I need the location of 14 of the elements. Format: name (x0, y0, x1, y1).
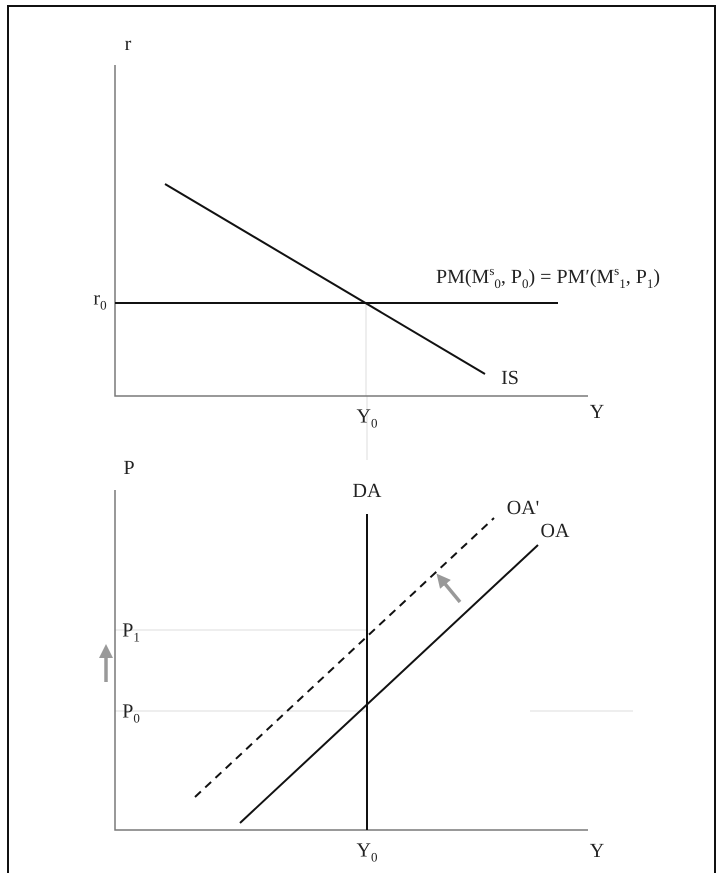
axis-label: Y (590, 841, 604, 861)
axis-label: r (124, 34, 132, 54)
axis-label: P$_{0}$ (122, 702, 140, 724)
curve-label: OA' (506, 498, 540, 518)
axis-label: P$_{1}$ (122, 620, 140, 644)
curve-label: PM(M$^{s}$$_{0}$, P$_{0}$) = PM′(M$^{s}$$_{1}$, P$_{1}$) (436, 264, 660, 290)
axis-label: Y$_{0}$ (356, 840, 378, 864)
curve-label: OA (540, 521, 570, 541)
axis-label: Y (590, 402, 604, 422)
axis-label: Y$_{0}$ (356, 406, 378, 430)
axis-label: P (123, 458, 135, 478)
curve-label: DA (352, 481, 382, 501)
curve-label: IS (501, 368, 519, 388)
axis-label: r$_{0}$ (93, 288, 107, 312)
